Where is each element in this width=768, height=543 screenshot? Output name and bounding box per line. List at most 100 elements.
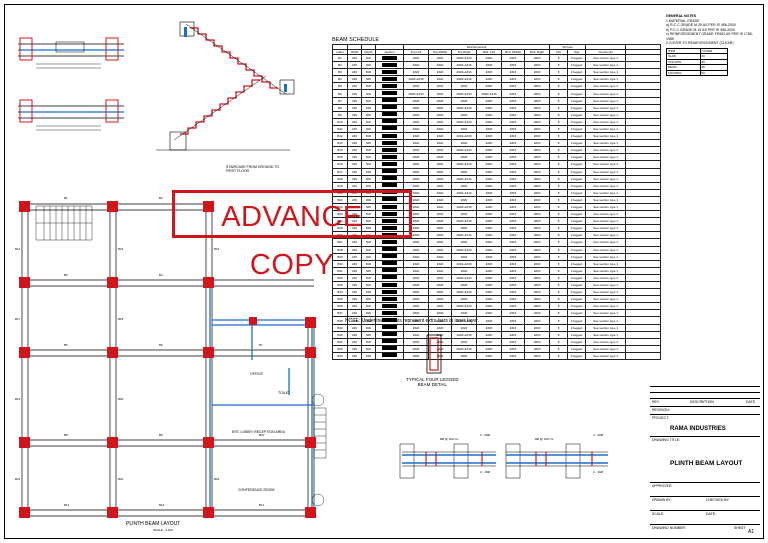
schedule-cell: 2#20 (403, 238, 429, 247)
schedule-cell: 230 (347, 288, 362, 297)
schedule-cell (375, 344, 404, 353)
schedule-cell (375, 61, 404, 70)
schedule-cell: 2#20 (451, 252, 477, 261)
schedule-cell: 2#20 (428, 288, 452, 297)
schedule-cell: 2#20 (403, 153, 429, 162)
schedule-cell: 2#20 (428, 266, 452, 275)
schedule-cell: 600 (361, 160, 376, 169)
schedule-cell: 2 legged (567, 280, 587, 290)
schedule-cell: 2#20 (523, 110, 551, 119)
schedule-cell (625, 252, 662, 261)
schedule-cell: 2#16 (501, 96, 525, 105)
schedule-cell: 2 legged (567, 245, 587, 254)
section-thumbnail (382, 154, 397, 159)
schedule-cell: 2#20 (428, 68, 452, 77)
section-thumbnail (382, 325, 397, 330)
svg-text:B12: B12 (159, 503, 165, 507)
schedule-cell: 2#20 (476, 266, 502, 275)
schedule-cell: See section type 1 (585, 217, 627, 226)
schedule-cell: 2 legged (567, 273, 587, 283)
schedule-cell: 2#16 (501, 202, 525, 212)
schedule-cell: 2#20 (428, 174, 452, 183)
cover-cell: 50 (699, 69, 728, 76)
schedule-cell: See section type 1 (585, 231, 627, 240)
schedule-cell (625, 117, 662, 126)
section-thumbnail (382, 76, 397, 81)
section-thumbnail (382, 147, 397, 152)
schedule-cell: B9 (332, 110, 348, 119)
schedule-cell: 230 (347, 124, 362, 134)
schedule-cell: 230 (347, 337, 362, 346)
schedule-cell: 2#16 (501, 288, 525, 297)
schedule-cell: 2#20 (476, 316, 502, 325)
schedule-cell: B14 (332, 146, 348, 155)
schedule-cell: 2#16 (501, 280, 525, 290)
schedule-cell: 600 (361, 167, 376, 176)
schedule-cell: 8 (549, 351, 569, 361)
schedule-cell: B35 (332, 295, 348, 304)
schedule-cell: 2#16 (501, 181, 525, 190)
schedule-cell: 8 (549, 153, 569, 162)
schedule-cell: 8 (549, 344, 569, 353)
schedule-cell: 8 (549, 124, 569, 134)
tb-date: DATE (746, 400, 756, 404)
schedule-cell: 2#20+1#16 (451, 146, 477, 155)
schedule-cell: 230 (347, 266, 362, 275)
schedule-cell: 2#20 (451, 323, 477, 332)
schedule-cell: See section type 1 (585, 188, 627, 197)
schedule-cell (375, 153, 404, 162)
schedule-cell: 2#20 (523, 330, 551, 339)
schedule-cell: 2#16 (501, 344, 525, 353)
schedule-cell: B5 (332, 82, 348, 91)
schedule-cell: 600 (361, 330, 376, 339)
general-note-line: 1.MATERIAL GRADE (666, 18, 700, 23)
schedule-cell: 2#20 (428, 117, 452, 126)
schedule-cell: See section type 1 (585, 195, 627, 204)
schedule-cell (375, 337, 404, 346)
schedule-cell: 2#20 (523, 195, 551, 204)
schedule-cell: 2#20 (476, 96, 502, 105)
schedule-cell (625, 103, 662, 112)
schedule-cell: 2#20 (451, 167, 477, 176)
schedule-cell: 600 (361, 82, 376, 91)
general-notes: GENERAL NOTES 1.MATERIAL GRADE a) R.C.C … (666, 14, 760, 76)
schedule-cell: 2#20+1#16 (451, 117, 477, 126)
schedule-cell: 230 (347, 61, 362, 70)
section-thumbnail (382, 176, 397, 181)
section-thumbnail (382, 183, 397, 188)
section-thumbnail (382, 91, 397, 96)
schedule-cell: 230 (347, 323, 362, 332)
section-thumbnail (382, 275, 397, 280)
schedule-cell: 2 legged (567, 252, 587, 261)
schedule-cell: 230 (347, 167, 362, 176)
schedule-cell: 2 legged (567, 188, 587, 197)
schedule-cell: See section type 1 (585, 82, 627, 91)
schedule-cell (625, 132, 662, 141)
schedule-cell: 2#20 (403, 124, 429, 134)
schedule-cell: 2#20 (428, 53, 452, 63)
schedule-cell: 2 legged (567, 117, 587, 126)
schedule-cell: 2#20 (428, 146, 452, 155)
svg-text:B14: B14 (15, 247, 21, 251)
schedule-cell: 2#20 (476, 245, 502, 254)
advance-copy-watermark: ADVANCE COPY (172, 190, 412, 281)
schedule-cell: 2 legged (567, 181, 587, 190)
schedule-cell: 2#16 (501, 309, 525, 318)
section-thumbnail (382, 161, 397, 166)
section-thumbnail (382, 211, 397, 216)
schedule-cell: 230 (347, 132, 362, 141)
svg-text:B7: B7 (259, 343, 263, 347)
section-thumbnail (382, 169, 397, 174)
schedule-cell: 2 legged (567, 61, 587, 70)
schedule-cell: 2 legged (567, 167, 587, 176)
schedule-cell: 2#20 (451, 82, 477, 91)
schedule-cell: 2#20 (428, 252, 452, 261)
schedule-cell: 8 (549, 210, 569, 219)
schedule-cell: See section type 1 (585, 89, 627, 98)
section-thumbnail (382, 268, 397, 273)
